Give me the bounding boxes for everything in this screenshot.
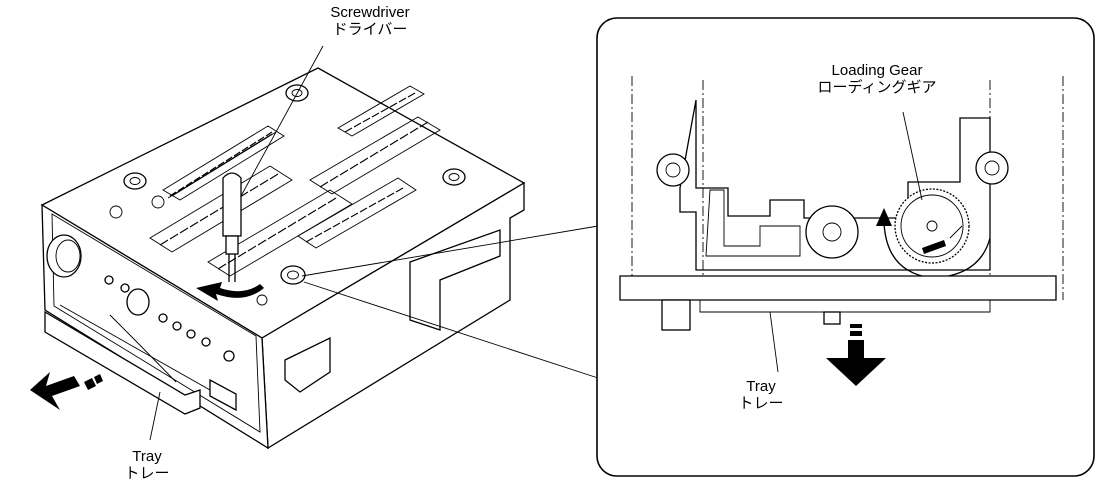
screw-symbols xyxy=(109,195,268,306)
zoom-lines xyxy=(301,225,599,379)
label-tray-right-en: Tray xyxy=(746,378,776,395)
motor-pulley xyxy=(805,205,859,259)
vent-hatch xyxy=(159,92,429,270)
front-controls xyxy=(46,234,235,362)
rear-brackets xyxy=(284,229,501,393)
mechanism-chassis xyxy=(679,99,991,271)
screwdriver xyxy=(222,172,242,282)
label-tray-left: Tray トレー xyxy=(112,448,182,482)
label-screwdriver-ja: ドライバー xyxy=(332,21,408,38)
label-loading-gear-en: Loading Gear xyxy=(831,62,923,79)
label-tray-right-ja: トレー xyxy=(738,395,784,412)
detail-callout xyxy=(596,17,1095,477)
leader-screwdriver xyxy=(240,45,324,197)
leader-loading-gear xyxy=(902,111,923,201)
label-loading-gear: Loading Gear ローディングギア xyxy=(803,62,951,96)
label-tray-right: Tray トレー xyxy=(726,378,796,412)
turn-arrow xyxy=(196,282,264,301)
label-loading-gear-ja: ローディングギア xyxy=(817,79,937,96)
leader-tray-left xyxy=(149,391,161,441)
disc-tray xyxy=(44,304,237,415)
label-screwdriver: Screwdriver ドライバー xyxy=(318,4,422,38)
pull-arrow-left xyxy=(30,372,103,410)
rubber-feet xyxy=(123,84,466,285)
tray-out-arrow xyxy=(826,324,886,386)
cd-unit-illustration xyxy=(30,45,526,450)
guide-pins xyxy=(656,151,1009,187)
leader-tray-right xyxy=(769,311,779,373)
label-tray-left-ja: トレー xyxy=(124,465,170,482)
tray-bar xyxy=(619,275,1057,331)
label-tray-left-en: Tray xyxy=(132,448,162,465)
loading-gear xyxy=(894,188,970,264)
label-screwdriver-en: Screwdriver xyxy=(330,4,410,21)
